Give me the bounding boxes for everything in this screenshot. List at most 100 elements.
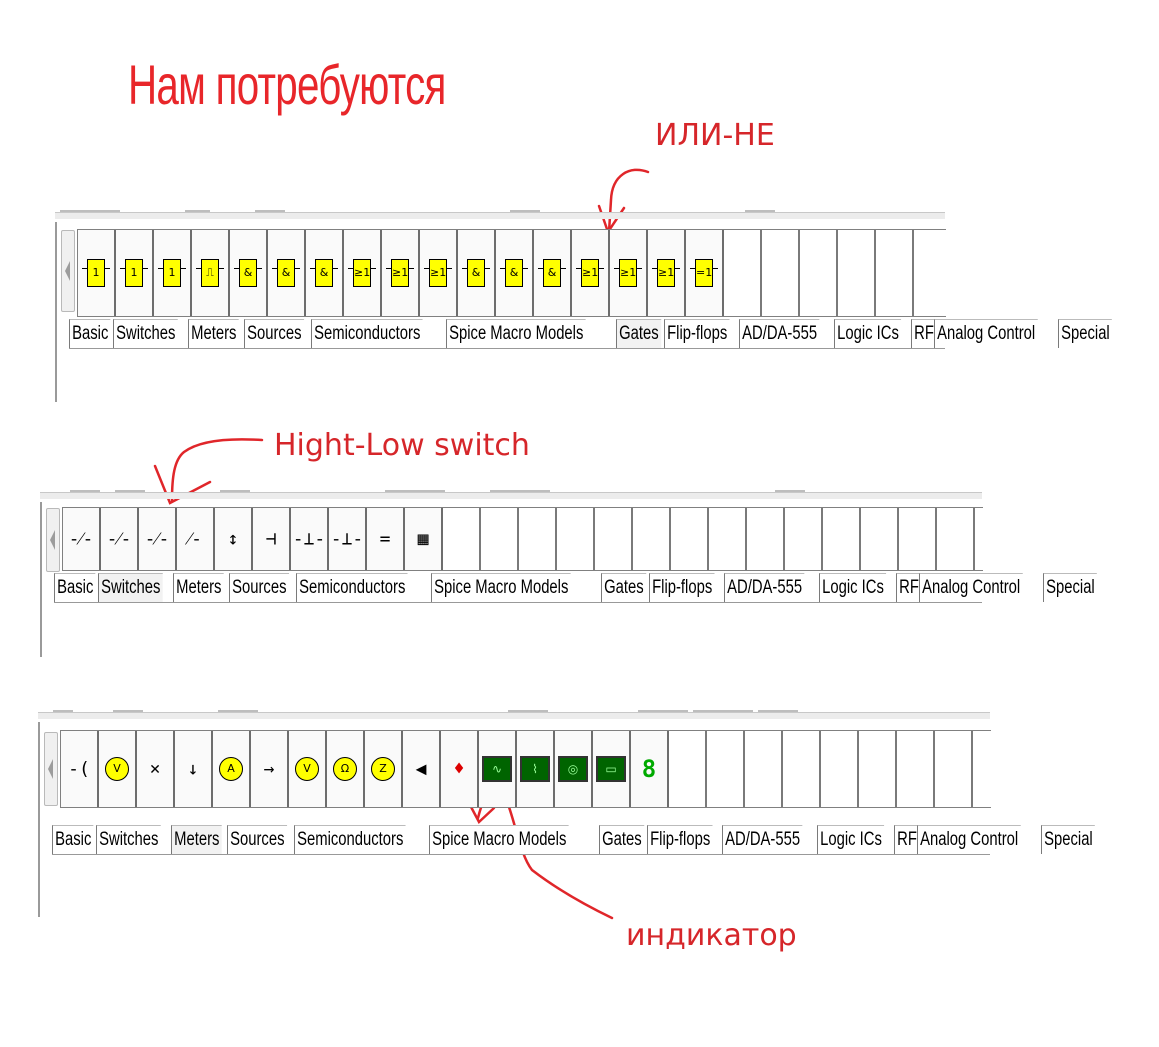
tab-switches[interactable]: Switches (98, 573, 164, 602)
empty-slot (669, 731, 707, 807)
tab-semiconductors[interactable]: Semiconductors (296, 573, 409, 602)
tab-basic[interactable]: Basic (69, 319, 111, 348)
tab-meters[interactable]: Meters (172, 573, 224, 602)
component-button[interactable]: -( (61, 731, 99, 807)
tab-ad-da-555[interactable]: AD/DA-555 (739, 319, 820, 348)
component-button[interactable]: -⁄- (101, 508, 139, 570)
tab-logic-ics[interactable]: Logic ICs (816, 825, 884, 854)
component-button[interactable]: A (213, 731, 251, 807)
tab-meters[interactable]: Meters (170, 825, 222, 854)
component-button[interactable]: ♦ (441, 731, 479, 807)
component-button[interactable]: ↕ (215, 508, 253, 570)
tab-switches[interactable]: Switches (96, 825, 162, 854)
pushbutton-icon: ⊣ (265, 528, 277, 550)
scroll-left-button[interactable] (61, 230, 75, 312)
empty-slot (481, 508, 519, 570)
tab-logic-ics[interactable]: Logic ICs (818, 573, 886, 602)
component-button[interactable]: & (268, 230, 306, 316)
tab-switches[interactable]: Switches (113, 319, 179, 348)
tab-semiconductors[interactable]: Semiconductors (294, 825, 407, 854)
component-button[interactable]: ≥1 (648, 230, 686, 316)
scroll-left-button[interactable] (44, 732, 58, 806)
empty-slot (595, 508, 633, 570)
timed-switch-icon: ⁄- (188, 528, 202, 550)
component-button[interactable]: ◎ (555, 731, 593, 807)
tab-special[interactable]: Special (1042, 573, 1097, 602)
component-button[interactable]: = (367, 508, 405, 570)
tab-gates[interactable]: Gates (600, 573, 646, 602)
component-button[interactable]: V (99, 731, 137, 807)
tab-flip-flops[interactable]: Flip-flops (664, 319, 730, 348)
component-button[interactable]: & (306, 230, 344, 316)
tab-analog-control[interactable]: Analog Control (917, 825, 1021, 854)
empty-slot (633, 508, 671, 570)
tab-gates[interactable]: Gates (598, 825, 644, 854)
tab-flip-flops[interactable]: Flip-flops (647, 825, 713, 854)
component-button[interactable]: -⊥- (291, 508, 329, 570)
component-button[interactable]: 1 (78, 230, 116, 316)
component-button[interactable]: V (289, 731, 327, 807)
empty-slot (557, 508, 595, 570)
component-button[interactable]: Ω (327, 731, 365, 807)
tab-ad-da-555[interactable]: AD/DA-555 (722, 825, 803, 854)
tab-rf[interactable]: RF (910, 319, 936, 348)
component-button[interactable]: → (251, 731, 289, 807)
component-button[interactable]: 1 (116, 230, 154, 316)
tab-sources[interactable]: Sources (228, 573, 289, 602)
tab-sources[interactable]: Sources (226, 825, 287, 854)
component-button[interactable]: -⁄- (139, 508, 177, 570)
component-button[interactable]: ≥1 (610, 230, 648, 316)
tab-ad-da-555[interactable]: AD/DA-555 (724, 573, 805, 602)
component-button[interactable]: ▦ (405, 508, 443, 570)
tab-special[interactable]: Special (1040, 825, 1095, 854)
component-button[interactable]: Z (365, 731, 403, 807)
scroll-left-button[interactable] (46, 508, 60, 572)
logic-analyzer-icon: ⌇ (520, 756, 550, 782)
empty-slot (935, 731, 973, 807)
nor-gate-icon: ≥1 (614, 259, 642, 287)
tab-logic-ics[interactable]: Logic ICs (833, 319, 901, 348)
tab-special[interactable]: Special (1057, 319, 1112, 348)
tab-rf[interactable]: RF (895, 573, 921, 602)
tab-semiconductors[interactable]: Semiconductors (311, 319, 424, 348)
component-button[interactable]: ⊣ (253, 508, 291, 570)
component-button[interactable]: ⎍ (192, 230, 230, 316)
component-button[interactable]: & (230, 230, 268, 316)
component-button[interactable]: ↓ (175, 731, 213, 807)
tab-flip-flops[interactable]: Flip-flops (649, 573, 715, 602)
tab-sources[interactable]: Sources (243, 319, 304, 348)
component-button[interactable]: & (534, 230, 572, 316)
component-button[interactable]: × (137, 731, 175, 807)
tab-analog-control[interactable]: Analog Control (919, 573, 1023, 602)
component-button[interactable]: =1 (686, 230, 724, 316)
tab-gates[interactable]: Gates (615, 319, 661, 348)
tab-spice-macro-models[interactable]: Spice Macro Models (445, 319, 586, 348)
tab-meters[interactable]: Meters (187, 319, 239, 348)
component-button[interactable]: ≥1 (344, 230, 382, 316)
component-button[interactable]: & (496, 230, 534, 316)
component-button[interactable]: 8 (631, 731, 669, 807)
empty-slot (671, 508, 709, 570)
tab-spice-macro-models[interactable]: Spice Macro Models (430, 573, 571, 602)
component-button[interactable]: ≥1 (382, 230, 420, 316)
tab-spice-macro-models[interactable]: Spice Macro Models (428, 825, 569, 854)
component-button[interactable]: -⊥- (329, 508, 367, 570)
component-button[interactable]: 1 (154, 230, 192, 316)
component-button[interactable]: ▭ (593, 731, 631, 807)
component-button[interactable]: ◀ (403, 731, 441, 807)
component-button[interactable]: ∿ (479, 731, 517, 807)
empty-slot (747, 508, 785, 570)
component-button[interactable]: -⁄- (63, 508, 101, 570)
empty-slot (800, 230, 838, 316)
component-button[interactable]: ⌇ (517, 731, 555, 807)
tab-basic[interactable]: Basic (54, 573, 96, 602)
tab-rf[interactable]: RF (893, 825, 919, 854)
tab-analog-control[interactable]: Analog Control (934, 319, 1038, 348)
component-button[interactable]: ≥1 (420, 230, 458, 316)
component-button[interactable]: ⁄- (177, 508, 215, 570)
tab-basic[interactable]: Basic (52, 825, 94, 854)
ammeter-icon: A (219, 757, 243, 781)
component-button[interactable]: & (458, 230, 496, 316)
empty-slot (838, 230, 876, 316)
component-button[interactable]: ≥1 (572, 230, 610, 316)
